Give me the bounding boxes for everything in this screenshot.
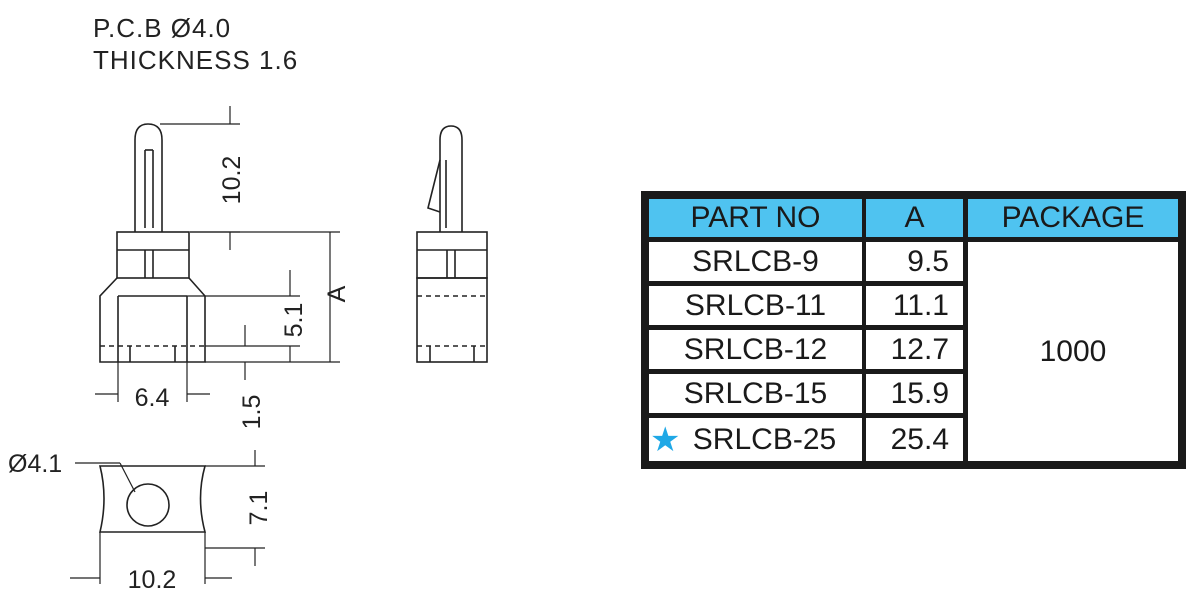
pcb-hole-spec: P.C.B Ø4.0 — [93, 13, 232, 43]
dim-a-label: A — [323, 285, 351, 302]
cell-part-4: SRLCB-15 — [649, 374, 862, 413]
cell-part-5: SRLCB-25 — [649, 418, 862, 461]
dim-base-height: 7.1 — [245, 491, 273, 526]
cell-a-1: 9.5 — [866, 242, 963, 281]
pcb-thickness-spec: THICKNESS 1.6 — [93, 45, 299, 75]
header-a: A — [866, 199, 963, 237]
cell-part-2: SRLCB-11 — [649, 286, 862, 325]
cell-package: 1000 — [968, 242, 1178, 461]
cell-a-3: 12.7 — [866, 330, 963, 369]
spec-header: P.C.B Ø4.0 THICKNESS 1.6 — [93, 12, 298, 76]
dim-top-height: 10.2 — [218, 156, 246, 205]
dim-front-width: 6.4 — [135, 384, 170, 412]
cell-part-1: SRLCB-9 — [649, 242, 862, 281]
dim-inner-height: 5.1 — [280, 303, 308, 338]
cell-part-3: SRLCB-12 — [649, 330, 862, 369]
parts-table: PART NO A PACKAGE SRLCB-9 9.5 SRLCB-11 1… — [641, 191, 1186, 469]
dim-base-width: 10.2 — [128, 566, 177, 594]
cell-a-5: 25.4 — [866, 418, 963, 461]
cell-a-4: 15.9 — [866, 374, 963, 413]
cell-a-2: 11.1 — [866, 286, 963, 325]
dimension-lines — [95, 106, 340, 402]
bottom-view — [70, 450, 265, 584]
header-part-no: PART NO — [649, 199, 862, 237]
header-package: PACKAGE — [968, 199, 1178, 237]
star-icon: ★ — [650, 421, 681, 459]
side-view — [416, 125, 488, 363]
front-view — [99, 123, 206, 363]
dim-hole-diameter: Ø4.1 — [8, 450, 62, 478]
dim-bottom-gap: 1.5 — [238, 395, 266, 430]
